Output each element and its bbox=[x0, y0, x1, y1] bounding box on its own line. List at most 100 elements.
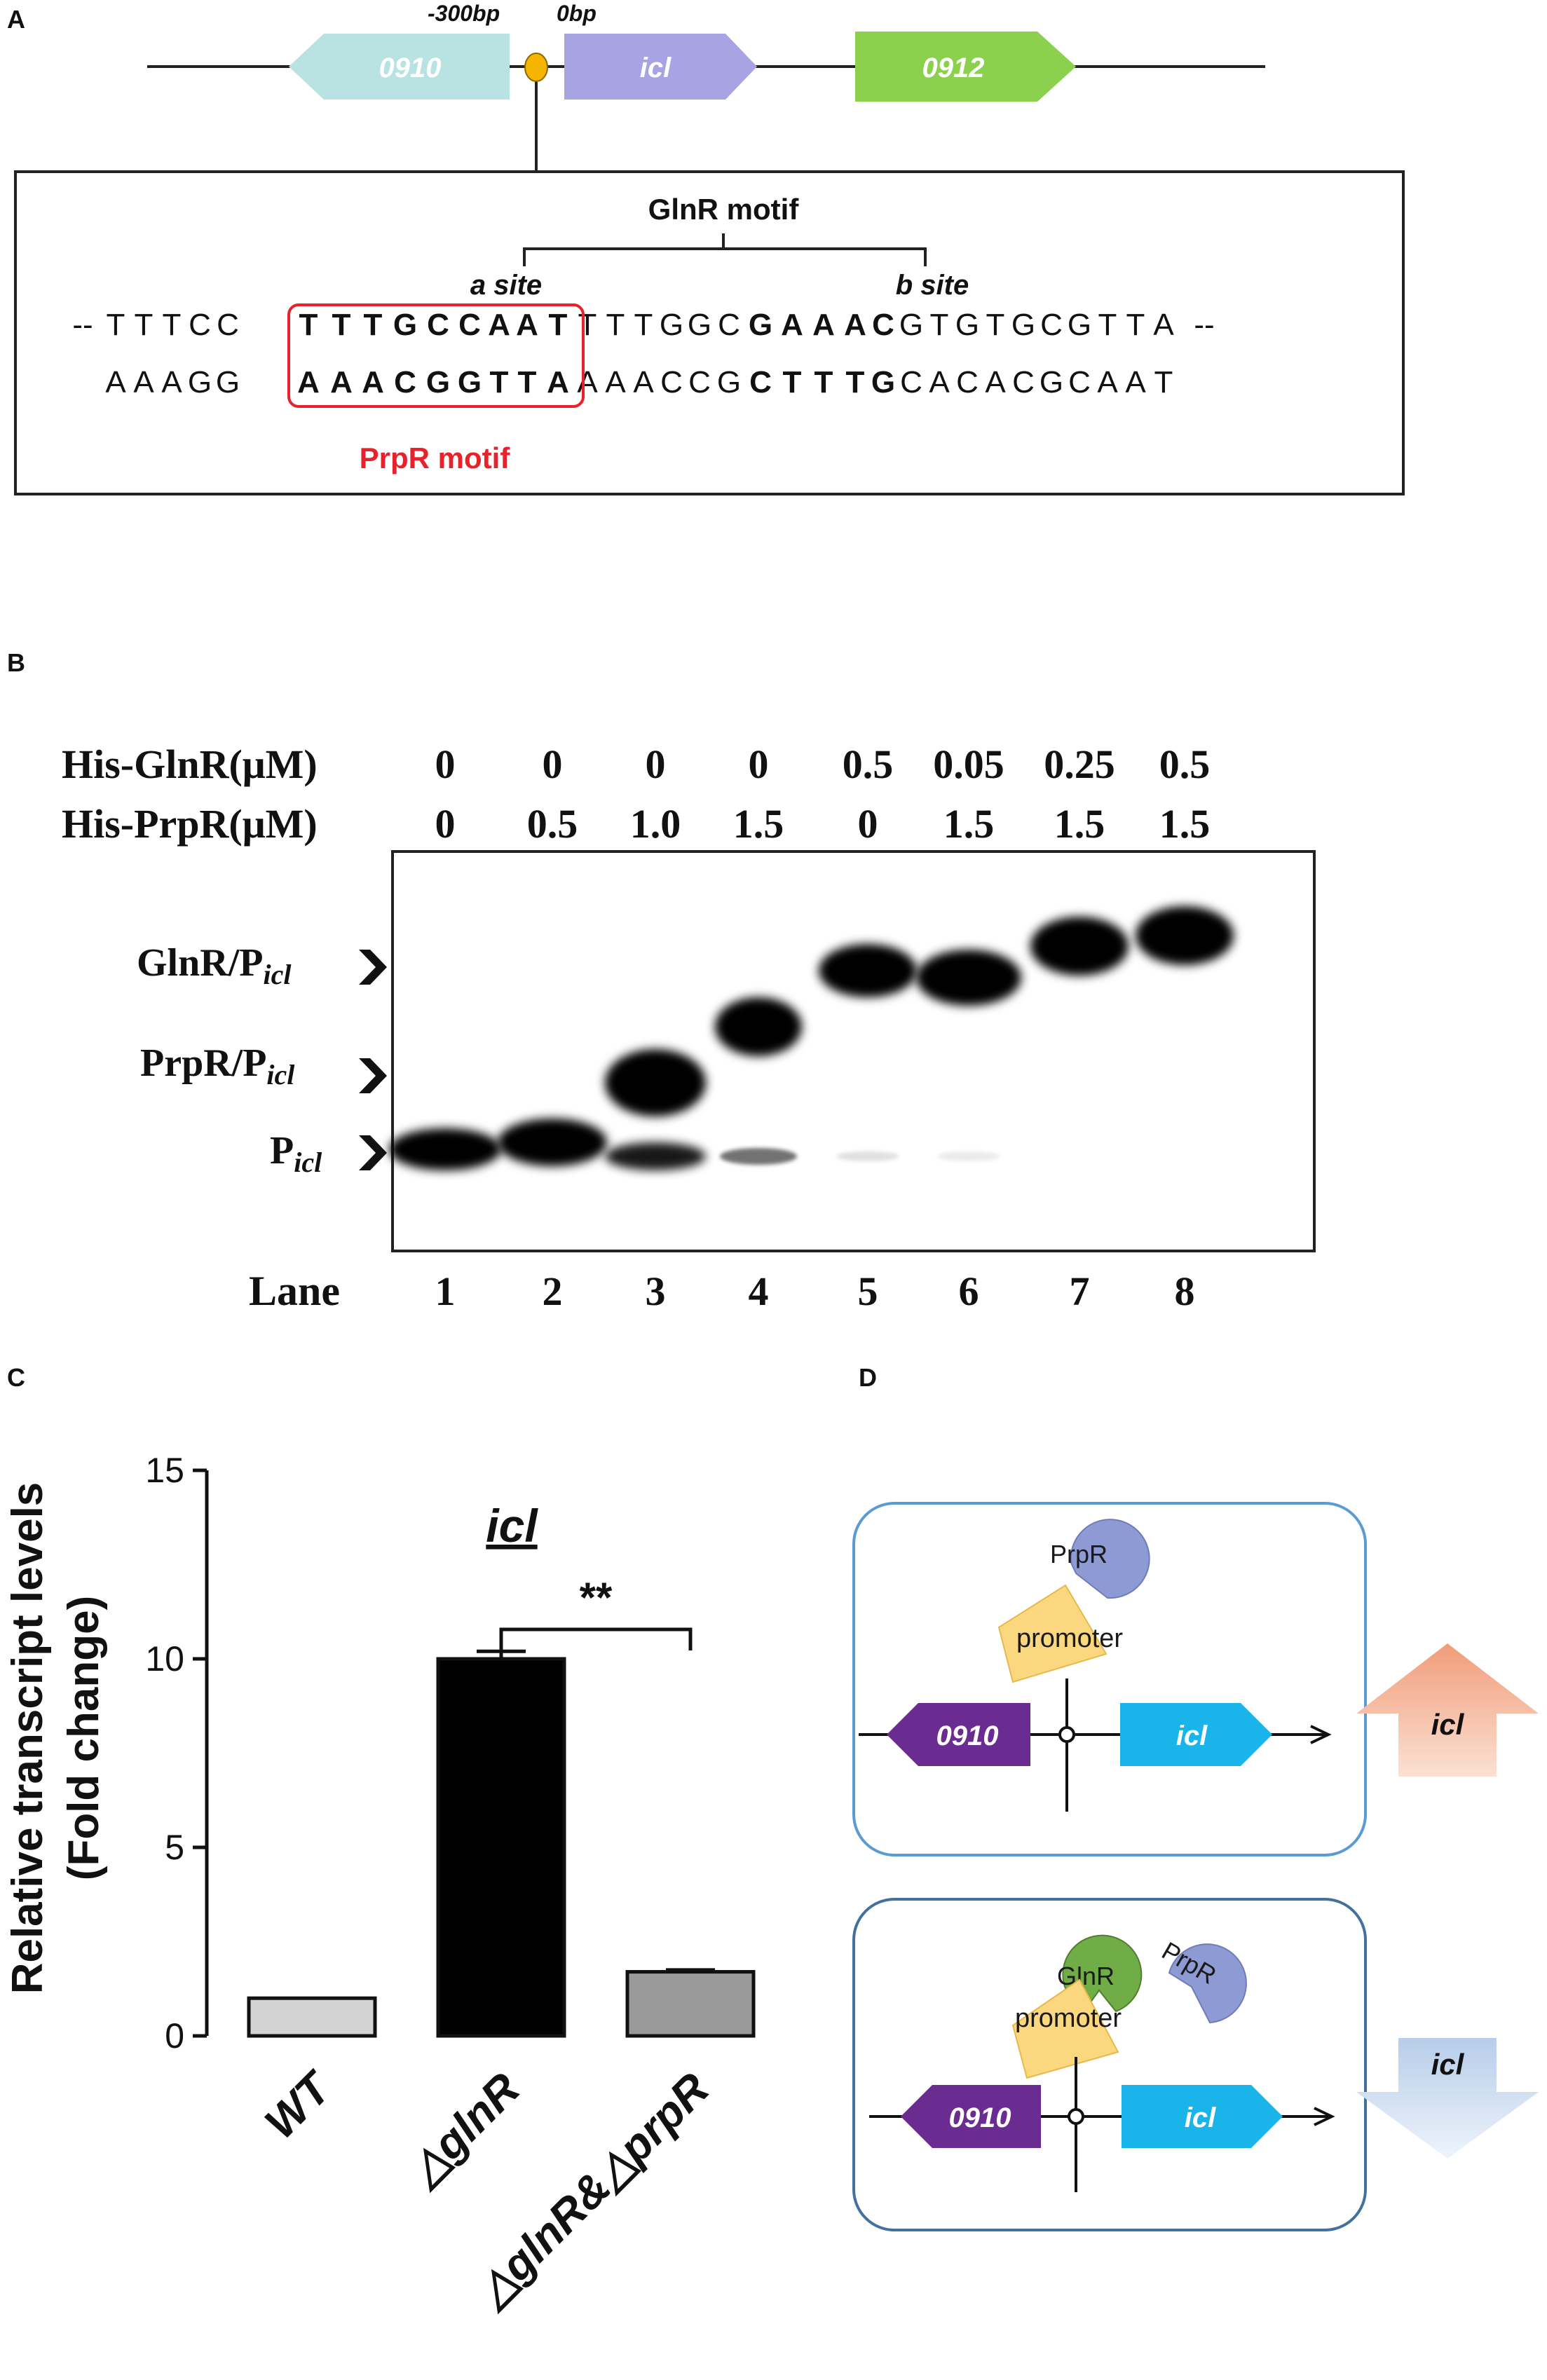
band-marker-prpr bbox=[359, 1058, 387, 1093]
top-strand-base: -- bbox=[1194, 308, 1214, 342]
upregulation-arrow bbox=[1356, 1643, 1539, 1777]
top-strand-base: C bbox=[217, 308, 239, 342]
gene-0910-arrow bbox=[289, 34, 510, 100]
tss-circle-bottom bbox=[1068, 2108, 1084, 2125]
glnr-concentration-value: 0 bbox=[435, 741, 456, 787]
lane-number: 6 bbox=[959, 1268, 979, 1314]
prpr-concentration-value: 0.5 bbox=[527, 801, 578, 847]
bottom-strand-base: A bbox=[929, 365, 950, 399]
top-strand-base: A bbox=[812, 308, 835, 342]
lane-number: 1 bbox=[435, 1268, 456, 1314]
y-tick-label: 10 bbox=[145, 1639, 184, 1678]
prpr-concentration-value: 0 bbox=[435, 801, 456, 847]
top-strand-base: T bbox=[107, 308, 125, 342]
prpr-concentration-value: 1.5 bbox=[1159, 801, 1211, 847]
bottom-strand-base: T bbox=[490, 365, 509, 399]
bottom-strand-base: A bbox=[547, 365, 569, 399]
top-strand-base: A bbox=[516, 308, 538, 342]
band-label-prpr-picl: PrpR/Picl bbox=[140, 1041, 295, 1090]
lane-number: 3 bbox=[646, 1268, 666, 1314]
top-strand-base: G bbox=[899, 308, 923, 342]
glnr-motif-label: GlnR motif bbox=[648, 193, 800, 226]
prpr-concentration-value: 0 bbox=[858, 801, 878, 847]
bottom-strand-base: G bbox=[188, 365, 212, 399]
prpr-protein-shape bbox=[1070, 1519, 1150, 1599]
bottom-strand-base: A bbox=[1125, 365, 1146, 399]
band-marker-glnr bbox=[359, 950, 387, 985]
bottom-strand-base: A bbox=[605, 365, 626, 399]
activation-box bbox=[852, 1502, 1367, 1856]
bottom-strand-base: G bbox=[216, 365, 240, 399]
promoter-shape-bottom bbox=[1011, 1978, 1119, 2079]
gene-icl-arrow bbox=[564, 34, 757, 100]
lane-number: 2 bbox=[543, 1268, 563, 1314]
top-strand-base: G bbox=[749, 308, 772, 342]
gel-band bbox=[605, 1142, 706, 1170]
dna-direction-arrow-bottom bbox=[1314, 2107, 1335, 2126]
glnr-concentration-value: 0.5 bbox=[1159, 741, 1211, 787]
top-strand-base: T bbox=[332, 308, 351, 342]
bar bbox=[436, 1657, 566, 2038]
gel-band bbox=[715, 997, 802, 1056]
gel-band bbox=[605, 1049, 706, 1116]
top-strand-base: C bbox=[1040, 308, 1063, 342]
y-tick-label: 15 bbox=[145, 1451, 184, 1490]
prpr-concentration-value: 1.0 bbox=[630, 801, 681, 847]
top-strand-base: G bbox=[1011, 308, 1035, 342]
panel-c-label: C bbox=[7, 1363, 25, 1392]
bottom-strand-base: A bbox=[105, 365, 126, 399]
x-category-label: △glnR bbox=[397, 2063, 529, 2196]
bottom-strand-base: A bbox=[161, 365, 182, 399]
top-strand-base: A bbox=[1153, 308, 1174, 342]
chart-title: icl bbox=[486, 1500, 538, 1552]
promoter-label-bottom: promoter bbox=[1015, 2004, 1122, 2033]
a-site-label: a site bbox=[470, 270, 542, 301]
downregulation-arrow-label: icl bbox=[1431, 2048, 1465, 2081]
gene-icl-block-bottom bbox=[1122, 2085, 1283, 2148]
dna-direction-arrow bbox=[1310, 1725, 1332, 1744]
bottom-strand-base: C bbox=[900, 365, 922, 399]
gel-band bbox=[389, 1128, 501, 1170]
tss-circle bbox=[1058, 1726, 1075, 1743]
y-axis-label-line1: Relative transcript levels bbox=[4, 1482, 52, 1995]
bottom-strand-base: G bbox=[426, 365, 450, 399]
bottom-strand-base: C bbox=[1012, 365, 1035, 399]
gene-0912-arrow bbox=[855, 32, 1076, 102]
panel-d-label: D bbox=[859, 1363, 877, 1392]
bottom-strand-base: C bbox=[394, 365, 416, 399]
gel-band bbox=[1136, 906, 1234, 965]
free-prpr-protein-shape bbox=[1168, 1943, 1247, 2024]
top-strand-base: -- bbox=[72, 308, 93, 342]
y-axis-label-line2: (Fold change) bbox=[60, 1596, 108, 1880]
band-label-picl: Picl bbox=[270, 1129, 322, 1178]
bottom-strand-base: A bbox=[577, 365, 598, 399]
bottom-strand-base: T bbox=[846, 365, 865, 399]
bottom-strand-base: C bbox=[660, 365, 683, 399]
gene-0910-block-label-bottom: 0910 bbox=[949, 2102, 1011, 2133]
prpr-protein-label: PrpR bbox=[1050, 1540, 1108, 1568]
lane-number: 4 bbox=[749, 1268, 769, 1314]
lane-number: 5 bbox=[858, 1268, 878, 1314]
significance-bracket bbox=[499, 1627, 693, 1650]
top-strand-base: G bbox=[688, 308, 711, 342]
his-prpr-label: His-PrpR(μM) bbox=[62, 801, 318, 847]
bottom-strand-base: A bbox=[297, 365, 320, 399]
downregulation-arrow bbox=[1356, 2038, 1539, 2159]
top-strand-base: T bbox=[578, 308, 597, 342]
bottom-strand-base: A bbox=[133, 365, 154, 399]
gel-bands bbox=[389, 906, 1234, 1170]
top-strand-base: T bbox=[364, 308, 383, 342]
panel-b-label: B bbox=[7, 648, 25, 677]
prpr-concentration-value: 1.5 bbox=[1054, 801, 1105, 847]
upregulation-arrow-label: icl bbox=[1431, 1708, 1465, 1741]
top-strand-base: G bbox=[393, 308, 417, 342]
gel-band bbox=[836, 1151, 899, 1161]
bottom-strand-base: G bbox=[1040, 365, 1063, 399]
bottom-strand-base: C bbox=[956, 365, 979, 399]
lane-number: 8 bbox=[1175, 1268, 1195, 1314]
band-label-glnr-picl: GlnR/Picl bbox=[137, 941, 292, 990]
top-strand-base: C bbox=[427, 308, 449, 342]
